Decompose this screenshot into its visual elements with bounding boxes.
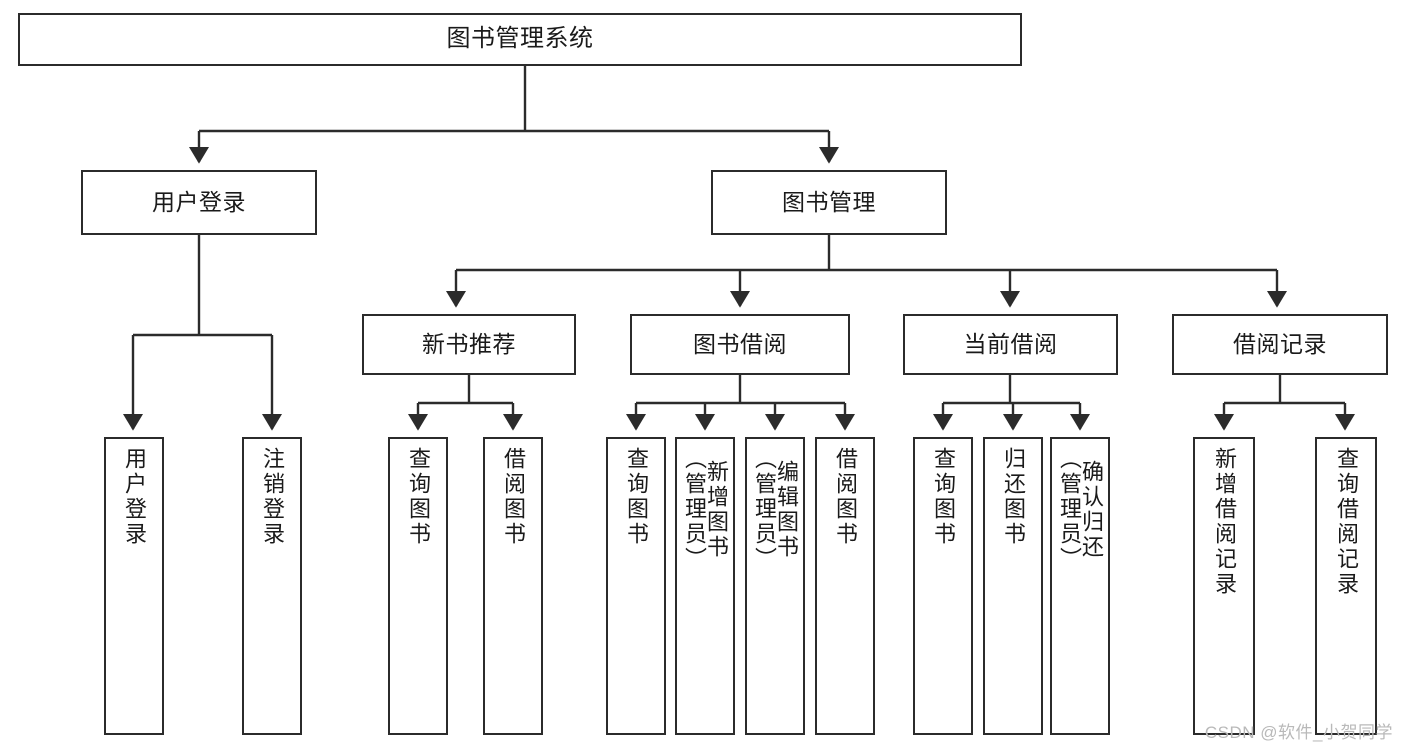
node-current-borrow[interactable]: 当前借阅 <box>903 314 1118 375</box>
node-leaf-borrow-query-book-label: 查询图书 <box>624 447 649 547</box>
node-root-system[interactable]: 图书管理系统 <box>18 13 1022 66</box>
node-root-system-label: 图书管理系统 <box>446 25 594 53</box>
node-borrow-record[interactable]: 借阅记录 <box>1172 314 1388 375</box>
node-leaf-borrow-edit-book[interactable]: 编辑图书 （管理员） <box>745 437 805 735</box>
node-leaf-borrow-add-book[interactable]: 新增图书 （管理员） <box>675 437 735 735</box>
watermark-text: CSDN @软件_小贺同学 <box>1204 723 1393 742</box>
node-leaf-user-login[interactable]: 用户登录 <box>104 437 164 735</box>
node-leaf-current-confirm-return[interactable]: 确认归还 （管理员） <box>1050 437 1110 735</box>
node-leaf-record-search[interactable]: 查询借阅记录 <box>1315 437 1377 735</box>
node-leaf-current-query-book[interactable]: 查询图书 <box>913 437 973 735</box>
node-leaf-current-confirm-return-label: 确认归还 （管理员） <box>1057 447 1104 572</box>
node-new-book-recommend-label: 新书推荐 <box>422 330 516 357</box>
node-book-manage[interactable]: 图书管理 <box>711 170 947 235</box>
node-leaf-rec-query-book[interactable]: 查询图书 <box>388 437 448 735</box>
node-leaf-borrow-edit-book-label: 编辑图书 （管理员） <box>752 447 799 572</box>
node-leaf-borrow-add-book-label: 新增图书 （管理员） <box>682 447 729 572</box>
node-leaf-record-add-label: 新增借阅记录 <box>1212 447 1237 597</box>
node-leaf-borrow-lend-book-label: 借阅图书 <box>833 447 858 547</box>
node-leaf-borrow-lend-book[interactable]: 借阅图书 <box>815 437 875 735</box>
node-user-login[interactable]: 用户登录 <box>81 170 317 235</box>
node-leaf-rec-borrow-book-label: 借阅图书 <box>501 447 526 547</box>
node-leaf-current-return-book-label: 归还图书 <box>1001 447 1026 547</box>
node-leaf-user-login-label: 用户登录 <box>122 447 147 547</box>
node-leaf-user-logout-label: 注销登录 <box>260 447 285 547</box>
node-borrow-record-label: 借阅记录 <box>1233 330 1327 357</box>
node-new-book-recommend[interactable]: 新书推荐 <box>362 314 576 375</box>
node-leaf-rec-query-book-label: 查询图书 <box>406 447 431 547</box>
node-leaf-record-search-label: 查询借阅记录 <box>1334 447 1359 597</box>
node-leaf-rec-borrow-book[interactable]: 借阅图书 <box>483 437 543 735</box>
node-current-borrow-label: 当前借阅 <box>963 330 1058 357</box>
node-leaf-borrow-query-book[interactable]: 查询图书 <box>606 437 666 735</box>
node-book-borrow[interactable]: 图书借阅 <box>630 314 850 375</box>
node-book-borrow-label: 图书借阅 <box>693 330 787 357</box>
node-leaf-current-query-book-label: 查询图书 <box>931 447 956 547</box>
node-leaf-record-add[interactable]: 新增借阅记录 <box>1193 437 1255 735</box>
node-book-manage-label: 图书管理 <box>782 188 876 215</box>
node-user-login-label: 用户登录 <box>152 188 246 215</box>
node-leaf-user-logout[interactable]: 注销登录 <box>242 437 302 735</box>
node-leaf-current-return-book[interactable]: 归还图书 <box>983 437 1043 735</box>
